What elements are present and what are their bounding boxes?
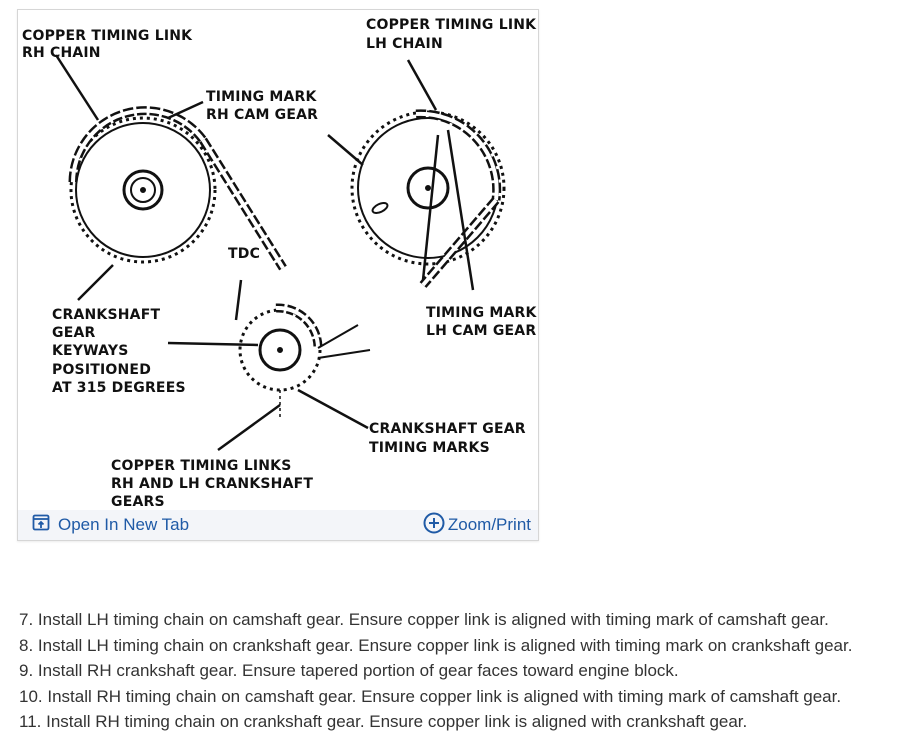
step-item: 8. Install LH timing chain on crankshaft… bbox=[19, 633, 852, 659]
label-copper-both-1: COPPER TIMING LINKS bbox=[111, 458, 291, 474]
step-number: 9. bbox=[19, 661, 34, 681]
step-item: 7. Install LH timing chain on camshaft g… bbox=[19, 607, 852, 633]
label-mark-lh-2: LH CAM GEAR bbox=[426, 323, 536, 339]
crankshaft-gear bbox=[238, 303, 371, 420]
label-crank-5: AT 315 DEGREES bbox=[52, 380, 186, 396]
rh-chain bbox=[68, 106, 287, 271]
timing-chain-diagram: COPPER TIMING LINK RH CHAIN COPPER TIMIN… bbox=[18, 10, 538, 510]
label-crank-3: KEYWAYS bbox=[52, 343, 128, 359]
step-text: Install RH timing chain on crankshaft ge… bbox=[46, 712, 748, 732]
label-copper-lh-1: COPPER TIMING LINK bbox=[366, 17, 537, 33]
label-mark-rh-1: TIMING MARK bbox=[206, 89, 318, 105]
label-mark-rh-2: RH CAM GEAR bbox=[206, 107, 318, 123]
step-number: 8. bbox=[19, 635, 34, 655]
step-item: 10. Install RH timing chain on camshaft … bbox=[19, 684, 852, 710]
step-number: 7. bbox=[19, 610, 34, 629]
label-crank-marks-2: TIMING MARKS bbox=[369, 440, 490, 456]
label-crank-2: GEAR bbox=[52, 325, 95, 341]
step-number: 10. bbox=[19, 686, 43, 706]
lh-chain bbox=[415, 109, 502, 288]
label-mark-lh-1: TIMING MARK bbox=[426, 305, 538, 321]
figure-toolbar: Open In New Tab Zoom/Print bbox=[18, 510, 538, 540]
label-copper-both-2: RH AND LH CRANKSHAFT bbox=[111, 476, 313, 492]
step-text: Install LH timing chain on camshaft gear… bbox=[37, 610, 829, 629]
step-number: 11. bbox=[19, 712, 42, 732]
figure-card: COPPER TIMING LINK RH CHAIN COPPER TIMIN… bbox=[17, 9, 539, 541]
label-crank-marks-1: CRANKSHAFT GEAR bbox=[369, 421, 526, 437]
rh-cam-gear bbox=[69, 116, 217, 264]
label-copper-rh-2: RH CHAIN bbox=[22, 45, 101, 61]
step-item: 9. Install RH crankshaft gear. Ensure ta… bbox=[19, 658, 852, 684]
open-in-new-tab-label: Open In New Tab bbox=[58, 515, 190, 534]
label-copper-both-3: GEARS bbox=[111, 494, 165, 510]
open-new-tab-icon bbox=[32, 514, 50, 537]
open-in-new-tab-button[interactable]: Open In New Tab bbox=[32, 514, 189, 536]
diagram-svg: COPPER TIMING LINK RH CHAIN COPPER TIMIN… bbox=[22, 17, 538, 510]
label-tdc: TDC bbox=[228, 246, 260, 262]
step-text: Install RH crankshaft gear. Ensure taper… bbox=[37, 661, 679, 681]
label-copper-lh-2: LH CHAIN bbox=[366, 36, 443, 52]
label-copper-rh-1: COPPER TIMING LINK bbox=[22, 28, 193, 44]
leader-lines bbox=[54, 54, 475, 452]
zoom-print-button[interactable]: Zoom/Print bbox=[423, 512, 531, 539]
label-crank-1: CRANKSHAFT bbox=[52, 307, 160, 323]
step-text: Install RH timing chain on camshaft gear… bbox=[47, 686, 842, 706]
step-item: 11. Install RH timing chain on crankshaf… bbox=[19, 709, 852, 735]
zoom-print-label: Zoom/Print bbox=[447, 515, 531, 534]
label-crank-4: POSITIONED bbox=[52, 362, 151, 378]
instruction-steps: 7. Install LH timing chain on camshaft g… bbox=[19, 607, 852, 735]
step-text: Install LH timing chain on crankshaft ge… bbox=[37, 635, 853, 655]
plus-circle-icon bbox=[423, 512, 445, 539]
